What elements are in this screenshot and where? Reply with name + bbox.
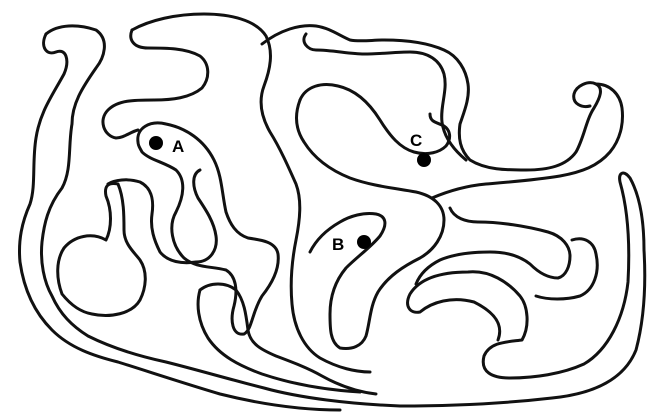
maze-wall-center-right: [262, 26, 600, 170]
marker-a-label: A: [172, 137, 184, 156]
marker-c: C: [410, 131, 431, 167]
marker-a-dot: [149, 136, 163, 150]
marker-b-label: B: [332, 235, 344, 254]
maze-wall-upper-right: [304, 34, 466, 160]
maze-wall-left-lower: [58, 184, 146, 316]
marker-c-label: C: [410, 131, 422, 150]
maze-wall-right-lower: [416, 208, 570, 284]
marker-b-dot: [357, 235, 371, 249]
marker-a: A: [149, 136, 184, 156]
maze-wall-left: [19, 34, 340, 410]
maze-wall-a-pocket: [138, 123, 278, 334]
maze-wall-c-pocket: [300, 85, 450, 154]
marker-c-dot: [417, 153, 431, 167]
maze-wall-top-center: [132, 14, 370, 372]
